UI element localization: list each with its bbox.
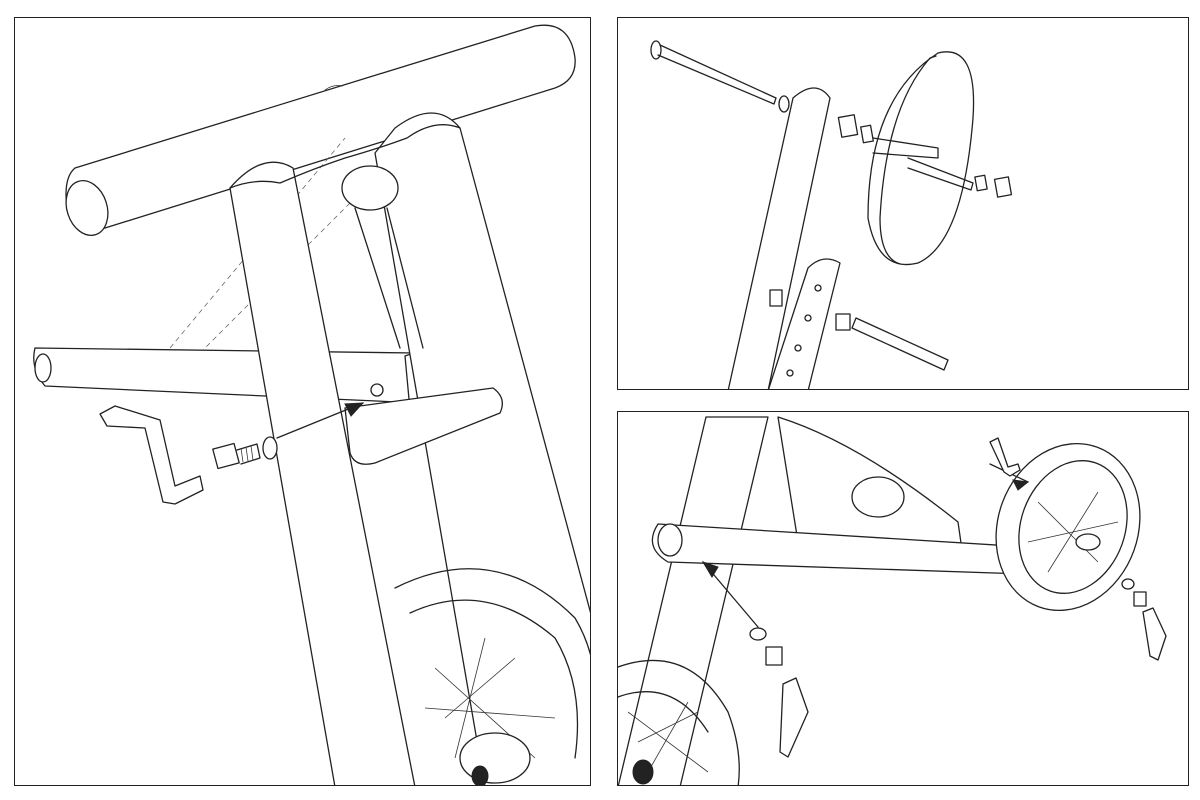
- front-wheel: [394, 568, 590, 785]
- hex-key-icon: [1142, 607, 1167, 661]
- clamp-plate: [344, 387, 503, 465]
- pin: [835, 313, 949, 371]
- frame-tube: [618, 416, 769, 785]
- washer-icon: [749, 627, 767, 641]
- spacer-icon: [993, 176, 1013, 198]
- front-wheel-partial: [618, 659, 740, 785]
- axle-rod: [650, 40, 790, 113]
- washer-icon: [1121, 578, 1135, 590]
- spacer-icon: [837, 114, 859, 138]
- socket-screw-icon: [212, 442, 261, 470]
- front-axle-exploded-drawing: [650, 40, 1013, 389]
- handlebar-tube: [65, 24, 576, 236]
- pin-cap: [769, 289, 783, 307]
- socket-screw-icon: [765, 646, 783, 666]
- hex-key-icon: [779, 677, 809, 758]
- bolt-hole: [370, 383, 384, 397]
- bushing-icon: [860, 124, 874, 144]
- hex-key-icon: [989, 437, 1021, 477]
- rear-arm-bolting-drawing: [618, 416, 1167, 785]
- rear-wheel: [995, 442, 1141, 612]
- panel-front-axle-exploded: [617, 17, 1189, 390]
- washer-icon: [262, 436, 278, 460]
- fork-tube: [727, 87, 831, 389]
- handlebar-assembly-drawing: [33, 24, 590, 785]
- panel-handlebar-assembly: [14, 17, 591, 786]
- head-tube: [229, 112, 590, 785]
- wheel: [867, 51, 975, 266]
- nut-icon: [1133, 591, 1147, 607]
- nut-icon: [974, 174, 988, 192]
- tube-end: [851, 476, 905, 518]
- hex-key-icon: [99, 405, 204, 505]
- adjustable-fork: [767, 258, 841, 389]
- washer-icon: [778, 95, 790, 113]
- panel-rear-arm-bolting: [617, 411, 1189, 786]
